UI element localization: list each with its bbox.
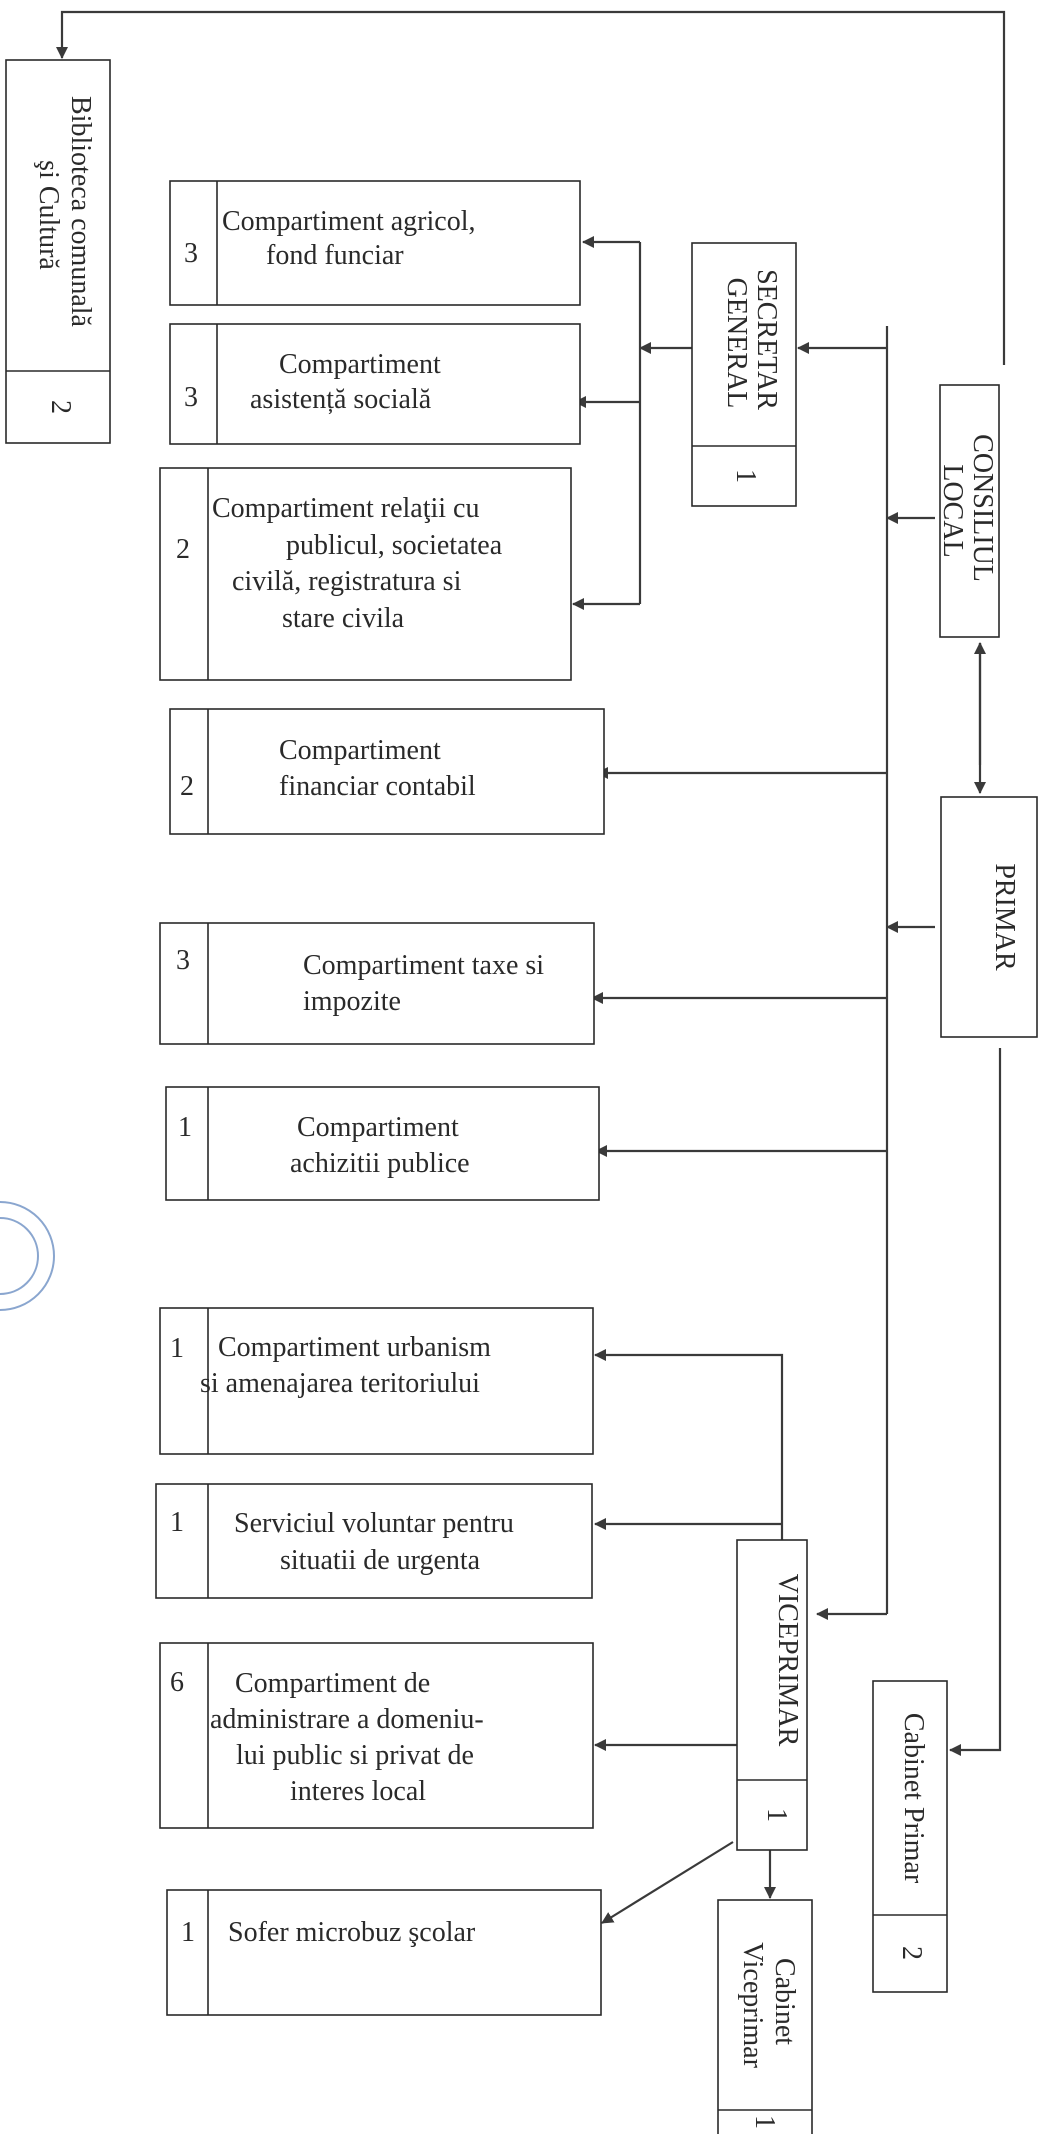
secretar-general-count: 1 [730, 469, 761, 483]
dept-label: publicul, societatea [286, 530, 503, 561]
dept-label: Compartiment urbanism [218, 1332, 491, 1363]
primar-box [940, 796, 1038, 1038]
dept-voluntar: 1 Serviciul voluntar pentru situatii de … [170, 1507, 514, 1576]
dept-label: lui public si privat de [236, 1740, 474, 1771]
dept-urbanism: 1 Compartiment urbanism si amenajarea te… [170, 1332, 491, 1399]
dept-label: asistență socială [250, 384, 432, 415]
cabinet-primar-label: Cabinet Primar [898, 1713, 929, 1884]
dept-label: financiar contabil [279, 771, 476, 802]
biblioteca-count: 2 [45, 400, 76, 414]
dept-label: Compartiment agricol, [222, 206, 476, 237]
dept-label: Compartiment [279, 349, 441, 380]
dept-label: stare civila [282, 603, 405, 634]
secretar-general-label: SECRETAR GENERAL [721, 269, 782, 417]
dept-count: 3 [184, 382, 198, 413]
consiliul-local-label: CONSILIUL LOCAL [937, 434, 998, 588]
dept-label: administrare a domeniu- [210, 1704, 484, 1735]
dept-label: Compartiment [279, 735, 441, 766]
consiliul-local-box [939, 384, 1000, 638]
dept-label: Compartiment relaţii cu [212, 493, 479, 524]
dept-voluntar-box [155, 1483, 593, 1599]
dept-label: civilă, registratura si [232, 566, 462, 597]
dept-label: situatii de urgenta [280, 1545, 481, 1576]
dept-label: Sofer microbuz şcolar [228, 1917, 476, 1948]
dept-label: impozite [303, 986, 401, 1017]
biblioteca-label: Biblioteca comunală şi Cultură [33, 96, 96, 334]
secretar-general-box [691, 242, 797, 507]
dept-count: 2 [176, 534, 190, 565]
dept-label: fond funciar [266, 240, 404, 271]
dept-agricol-box [169, 180, 581, 306]
dept-count: 1 [181, 1917, 195, 1948]
dept-relatii: 2 Compartiment relaţii cu publicul, soci… [176, 493, 503, 634]
cabinet-primar-count: 2 [896, 1946, 927, 1960]
dept-label: Serviciul voluntar pentru [234, 1508, 514, 1539]
connector-lines [56, 10, 1006, 1924]
official-stamp [0, 1201, 55, 1311]
dept-administrare-box [159, 1642, 594, 1829]
viceprimar-count: 1 [761, 1808, 792, 1822]
dept-financiar: 2 Compartiment financiar contabil [180, 735, 476, 802]
dept-asistenta: 3 Compartiment asistență socială [184, 349, 441, 415]
primar-label: PRIMAR [989, 863, 1020, 971]
dept-achizitii: 1 Compartiment achizitii publice [178, 1112, 470, 1179]
dept-urbanism-box [159, 1307, 594, 1455]
dept-count: 1 [170, 1507, 184, 1538]
dept-count: 3 [176, 945, 190, 976]
biblioteca-box [5, 59, 111, 444]
dept-taxe-box [159, 922, 595, 1045]
dept-count: 6 [170, 1667, 184, 1698]
dept-achizitii-box [165, 1086, 600, 1201]
dept-sofer-box [166, 1889, 602, 2016]
dept-label: interes local [290, 1776, 426, 1807]
dept-label: Compartiment taxe si [303, 950, 544, 981]
viceprimar-box [736, 1539, 808, 1851]
viceprimar-label: VICEPRIMAR [772, 1574, 803, 1747]
dept-count: 1 [178, 1112, 192, 1143]
dept-taxe: 3 Compartiment taxe si impozite [176, 945, 544, 1017]
dept-label: si amenajarea teritoriului [200, 1368, 480, 1399]
dept-label: Compartiment [297, 1112, 459, 1143]
dept-count: 2 [180, 771, 194, 802]
dept-administrare: 6 Compartiment de administrare a domeniu… [170, 1667, 484, 1807]
dept-label: Compartiment de [235, 1668, 430, 1699]
dept-sofer: 1 Sofer microbuz şcolar [181, 1917, 476, 1948]
cabinet-viceprimar-label: Cabinet Viceprimar [737, 1942, 800, 2068]
cabinet-viceprimar-box [717, 1899, 813, 2134]
dept-asistenta-box [169, 323, 581, 445]
dept-financiar-box [169, 708, 605, 835]
dept-label: achizitii publice [290, 1148, 470, 1179]
dept-agricol: 3 Compartiment agricol, fond funciar [184, 206, 476, 271]
cabinet-primar-box [872, 1680, 948, 1993]
dept-count: 1 [170, 1333, 184, 1364]
dept-relatii-box [159, 467, 572, 681]
dept-count: 3 [184, 238, 198, 269]
cabinet-viceprimar-count: 1 [749, 2115, 780, 2129]
